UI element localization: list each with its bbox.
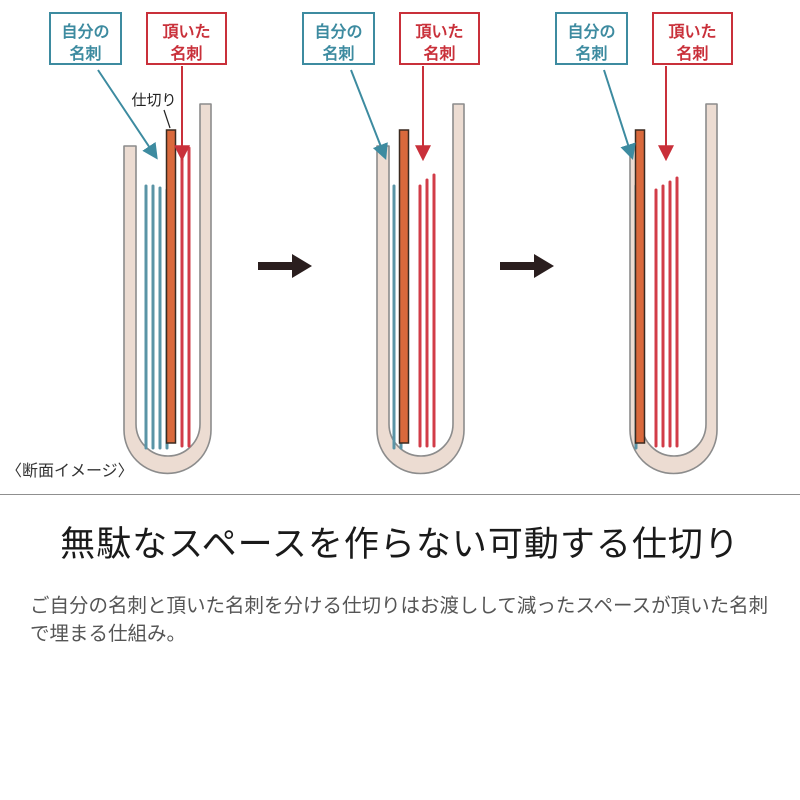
own-cards-label-text: 自分の名刺 — [61, 22, 109, 63]
received-cards-label-frame — [146, 12, 227, 65]
own-cards-label-frame — [49, 12, 122, 65]
own-cards-label-text: 自分の名刺 — [567, 22, 615, 63]
panel-space-filled: 自分の名刺 頂いた名刺 — [555, 12, 733, 475]
own-cards-pointer — [97, 69, 158, 160]
received-cards-label-text: 頂いた名刺 — [162, 22, 210, 63]
description-text: ご自分の名刺と頂いた名刺を分ける仕切りはお渡しして減ったスペースが頂いた名刺で埋… — [30, 594, 769, 645]
received-cards-label-text: 頂いた名刺 — [415, 22, 463, 63]
movable-divider — [165, 129, 177, 444]
movable-divider — [634, 129, 646, 444]
right-arrow-icon — [500, 254, 554, 278]
own-cards-label-text: 自分の名刺 — [314, 22, 362, 63]
own-cards-pointer — [350, 69, 388, 160]
divider-pointer — [163, 109, 171, 129]
divider-label: 仕切り — [131, 91, 176, 109]
own-cards-pointer — [603, 69, 636, 161]
pocket-cover — [376, 103, 465, 475]
own-cards-label: 自分の名刺 — [49, 12, 122, 65]
movable-divider — [398, 129, 410, 444]
page-title: 無駄なスペースを作らない可動する仕切り — [60, 525, 740, 565]
panel-cards-handed-out: 自分の名刺 頂いた名刺 — [302, 12, 480, 475]
own-cards-label-frame — [555, 12, 628, 65]
pocket-cover — [123, 103, 212, 475]
own-cards-label: 自分の名刺 — [302, 12, 375, 65]
section-divider — [0, 494, 800, 495]
caption-label: 〈断面イメージ〉 — [6, 461, 134, 480]
received-cards-label: 頂いた名刺 — [399, 12, 480, 65]
received-cards-label: 頂いた名刺 — [146, 12, 227, 65]
own-cards-label: 自分の名刺 — [555, 12, 628, 65]
received-cards-label-text: 頂いた名刺 — [668, 22, 716, 63]
own-cards-label-frame — [302, 12, 375, 65]
received-cards-label-frame — [652, 12, 733, 65]
received-cards-label-frame — [399, 12, 480, 65]
received-cards-label: 頂いた名刺 — [652, 12, 733, 65]
right-arrow-icon — [258, 254, 312, 278]
